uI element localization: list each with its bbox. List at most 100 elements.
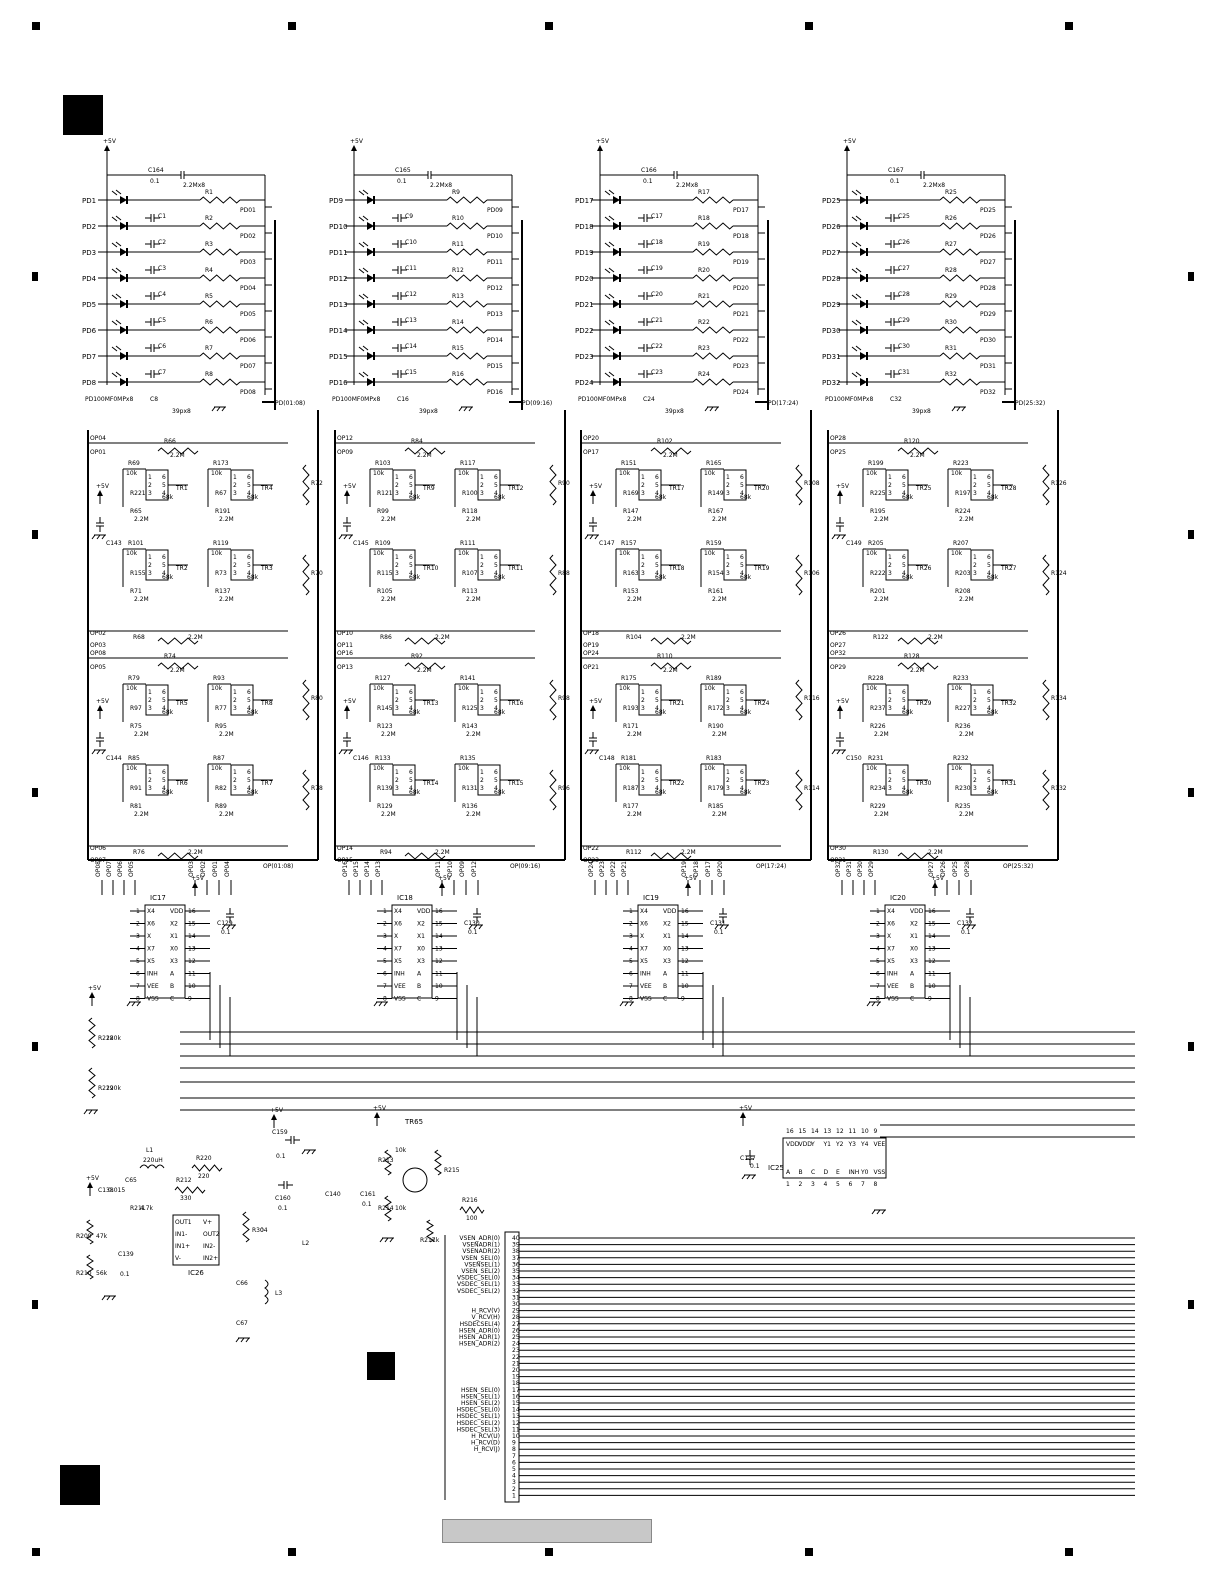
pd-label: PD21 [575, 301, 594, 309]
connector-signal: HSEN_ADR(2) [459, 1341, 500, 1348]
res-value: 2.2M [188, 634, 203, 641]
supply-label: +5V [596, 138, 610, 145]
resistor [88, 1017, 96, 1049]
cap-ref: C17 [651, 213, 663, 220]
pin-number: 6 [247, 474, 251, 481]
cap-ref: C19 [651, 265, 663, 272]
pin-number: 1 [395, 474, 399, 481]
ground-icon [101, 1295, 116, 1301]
res-ref: R80 [311, 695, 323, 702]
pin-number: 6 [162, 474, 166, 481]
res-ref: R79 [128, 675, 140, 682]
pin-name: INH [147, 971, 158, 978]
feedback-resistor [404, 662, 446, 670]
connector-signal: VSDEC_SEL(0) [457, 1275, 500, 1282]
res-value: 2.2M [219, 516, 234, 523]
gnd [101, 1295, 106, 1301]
bypass-capacitor [422, 171, 437, 179]
pin-name: D [824, 1169, 829, 1176]
res-ref: R215 [444, 1167, 460, 1174]
pin-number: 4 [655, 785, 659, 792]
res-ref: R65 [130, 508, 142, 515]
pin-number: 4 [824, 1181, 828, 1188]
row-resistor [199, 274, 241, 282]
res-ref: R104 [626, 634, 642, 641]
feedback-resistor [157, 662, 199, 670]
pin-name: VDD [170, 908, 184, 915]
net-label: PD09 [487, 207, 503, 214]
res-ref: R96 [558, 785, 570, 792]
res-ref: R88 [558, 570, 570, 577]
res-ref: R3 [205, 241, 213, 248]
pin-number: 2 [641, 562, 645, 569]
res-ref: R212 [176, 1177, 192, 1184]
res-value: 68k [902, 494, 914, 501]
op-label: OP14 [337, 845, 353, 852]
light-arrow [604, 242, 611, 248]
res-ref: R217 [420, 1237, 436, 1244]
pin-number: 6 [740, 554, 744, 561]
diode-body [120, 300, 127, 308]
gnd [136, 1001, 141, 1007]
pin-number: 6 [409, 474, 413, 481]
cap-ref: C166 [641, 167, 657, 174]
res-value: 10k [126, 550, 138, 557]
pin-name: VSS [640, 996, 652, 1003]
net-label: PD27 [980, 259, 996, 266]
ground-icon [338, 534, 353, 540]
edge-mark [1188, 788, 1194, 797]
res-ref: R111 [460, 540, 476, 547]
res-ref: R122 [873, 634, 889, 641]
op-pin-label: OP15 [353, 861, 360, 877]
decoupling-capacitor [836, 517, 844, 532]
ground-icon [221, 924, 236, 930]
gnd [584, 534, 589, 540]
res-ref: R19 [698, 241, 710, 248]
registration-mark [288, 1548, 296, 1556]
res-value: 10k [704, 550, 716, 557]
res-value: 68k [247, 709, 259, 716]
connector-pin: 5 [512, 1466, 516, 1473]
supply-label: +5V [86, 1175, 100, 1182]
res-value: 2.2M [466, 731, 481, 738]
photodiode-icon [358, 293, 375, 308]
gnd [589, 749, 594, 755]
res-ref: R235 [955, 803, 971, 810]
pin-name: C [910, 996, 914, 1003]
photodiode-icon [111, 215, 128, 230]
row-capacitor [392, 240, 407, 248]
arrow [97, 490, 103, 496]
gnd [111, 1295, 116, 1301]
res-ref: R209 [76, 1233, 92, 1240]
gnd [841, 749, 846, 755]
res-ref: R183 [706, 755, 722, 762]
arrow [590, 490, 596, 496]
supply-arrow-icon: +5V [843, 138, 857, 159]
light-arrow [358, 190, 365, 196]
connector-signal: HSEN_SEL(0) [461, 1387, 500, 1394]
connector-signal: VSDEC_SEL(2) [457, 1288, 500, 1295]
light-arrow [362, 267, 369, 273]
pin-number: 4 [162, 785, 166, 792]
light-arrow [358, 346, 365, 352]
photodiode-icon [358, 267, 375, 282]
res-ref: R216 [462, 1197, 478, 1204]
light-arrow [362, 215, 369, 221]
pin-name: INH [887, 971, 898, 978]
pin-number: 5 [494, 562, 498, 569]
pin-name: VSS [147, 996, 159, 1003]
net-label: PD04 [240, 285, 256, 292]
pin-name: B [417, 983, 421, 990]
cap-value: 0.1 [890, 178, 900, 185]
cap-ref: C24 [643, 396, 655, 403]
ground-icon [91, 534, 106, 540]
photodiode-icon [604, 241, 621, 256]
op-label: OP21 [583, 664, 599, 671]
op-label: OP17 [583, 449, 599, 456]
gnd [714, 924, 719, 930]
row-capacitor [392, 214, 407, 222]
op-pin-label: OP21 [621, 861, 628, 877]
res-ref: R147 [623, 508, 639, 515]
